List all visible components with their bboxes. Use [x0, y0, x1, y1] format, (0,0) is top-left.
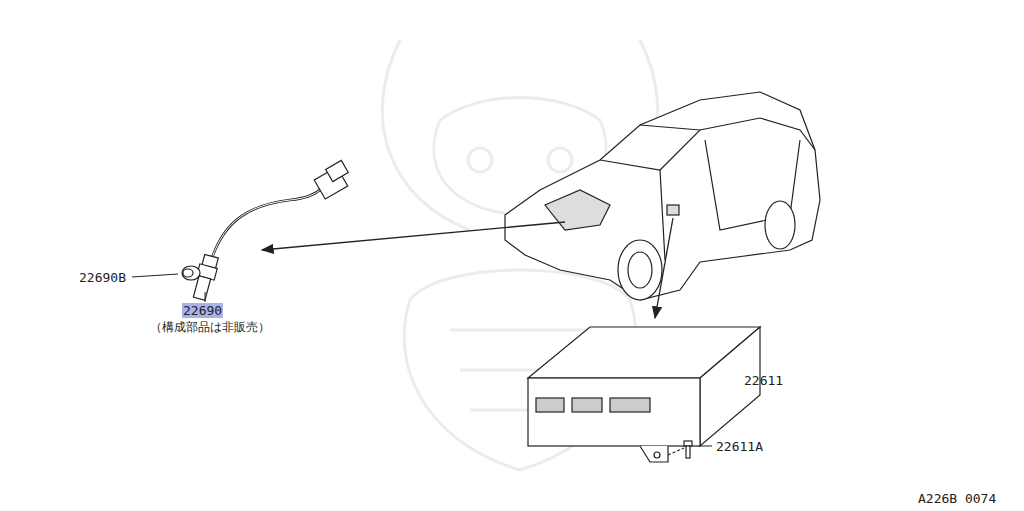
note: （構成部品は非販売）: [150, 320, 270, 335]
part-number: 22690: [182, 303, 223, 318]
car-outline: [505, 92, 820, 300]
oxygen-sensor: [182, 160, 348, 300]
drawing-code: A226B 0074: [918, 491, 996, 506]
part-number: 22611: [744, 373, 783, 388]
part-number: 22611A: [716, 439, 763, 454]
location-arrows: [262, 218, 673, 318]
part-number: 22690B: [79, 270, 126, 285]
